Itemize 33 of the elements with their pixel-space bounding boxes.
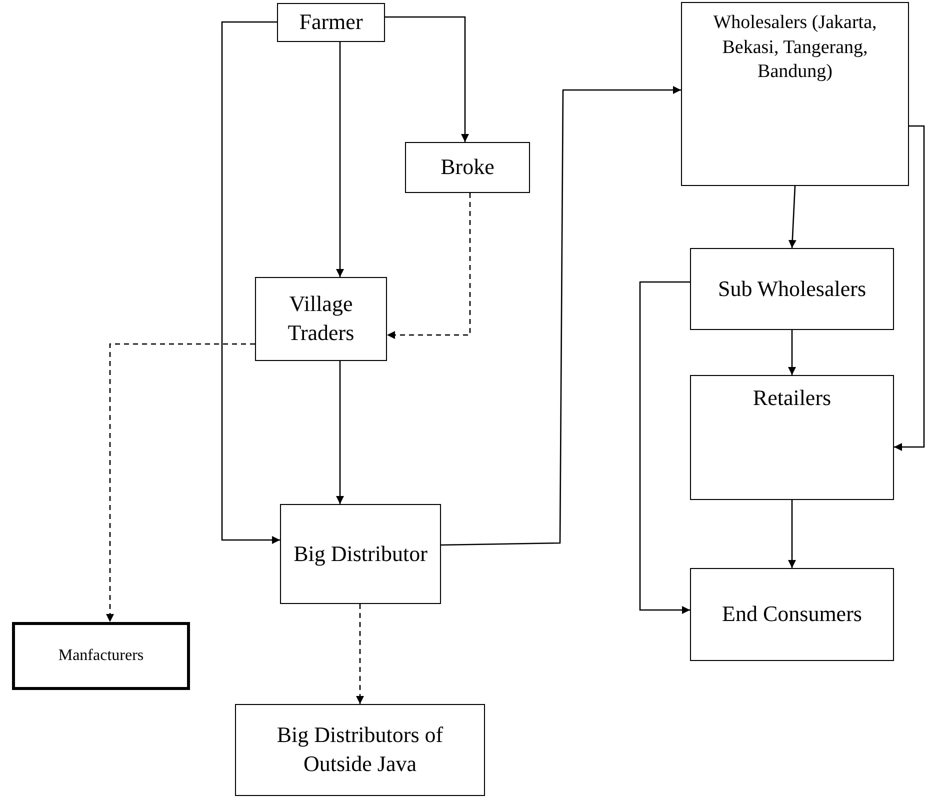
box-label: Big Distributors of Outside Java bbox=[276, 721, 444, 778]
box-label: Broke bbox=[440, 153, 494, 182]
arrow bbox=[336, 42, 344, 277]
arrow bbox=[788, 330, 796, 375]
box-label: Wholesalers (Jakarta, Bekasi, Tangerang, Bandung) bbox=[712, 11, 878, 84]
process-box bbox=[690, 375, 894, 500]
process-box bbox=[235, 704, 485, 796]
process-box bbox=[280, 504, 441, 604]
process-box bbox=[690, 568, 894, 661]
box-label: Big Distributor bbox=[294, 540, 428, 568]
arrow bbox=[106, 343, 255, 622]
process-box bbox=[12, 622, 190, 690]
arrow bbox=[356, 604, 364, 704]
arrow bbox=[440, 86, 681, 546]
box-label: Farmer bbox=[299, 8, 363, 36]
process-box bbox=[690, 248, 894, 330]
process-box bbox=[255, 277, 387, 361]
arrow bbox=[639, 281, 690, 614]
arrow bbox=[788, 186, 796, 248]
arrow bbox=[788, 500, 796, 568]
arrow bbox=[336, 361, 344, 504]
arrow bbox=[894, 125, 925, 451]
box-label: Sub Wholesalers bbox=[718, 274, 866, 303]
process-box bbox=[277, 3, 385, 42]
box-label: End Consumers bbox=[722, 600, 862, 628]
arrow bbox=[387, 193, 471, 339]
process-box bbox=[405, 142, 530, 193]
box-label: Village Traders bbox=[286, 290, 356, 347]
box-label: Manfacturers bbox=[58, 646, 144, 666]
arrow bbox=[385, 16, 469, 142]
arrow bbox=[221, 21, 280, 544]
process-box bbox=[681, 2, 909, 186]
box-label: Retailers bbox=[752, 384, 832, 412]
